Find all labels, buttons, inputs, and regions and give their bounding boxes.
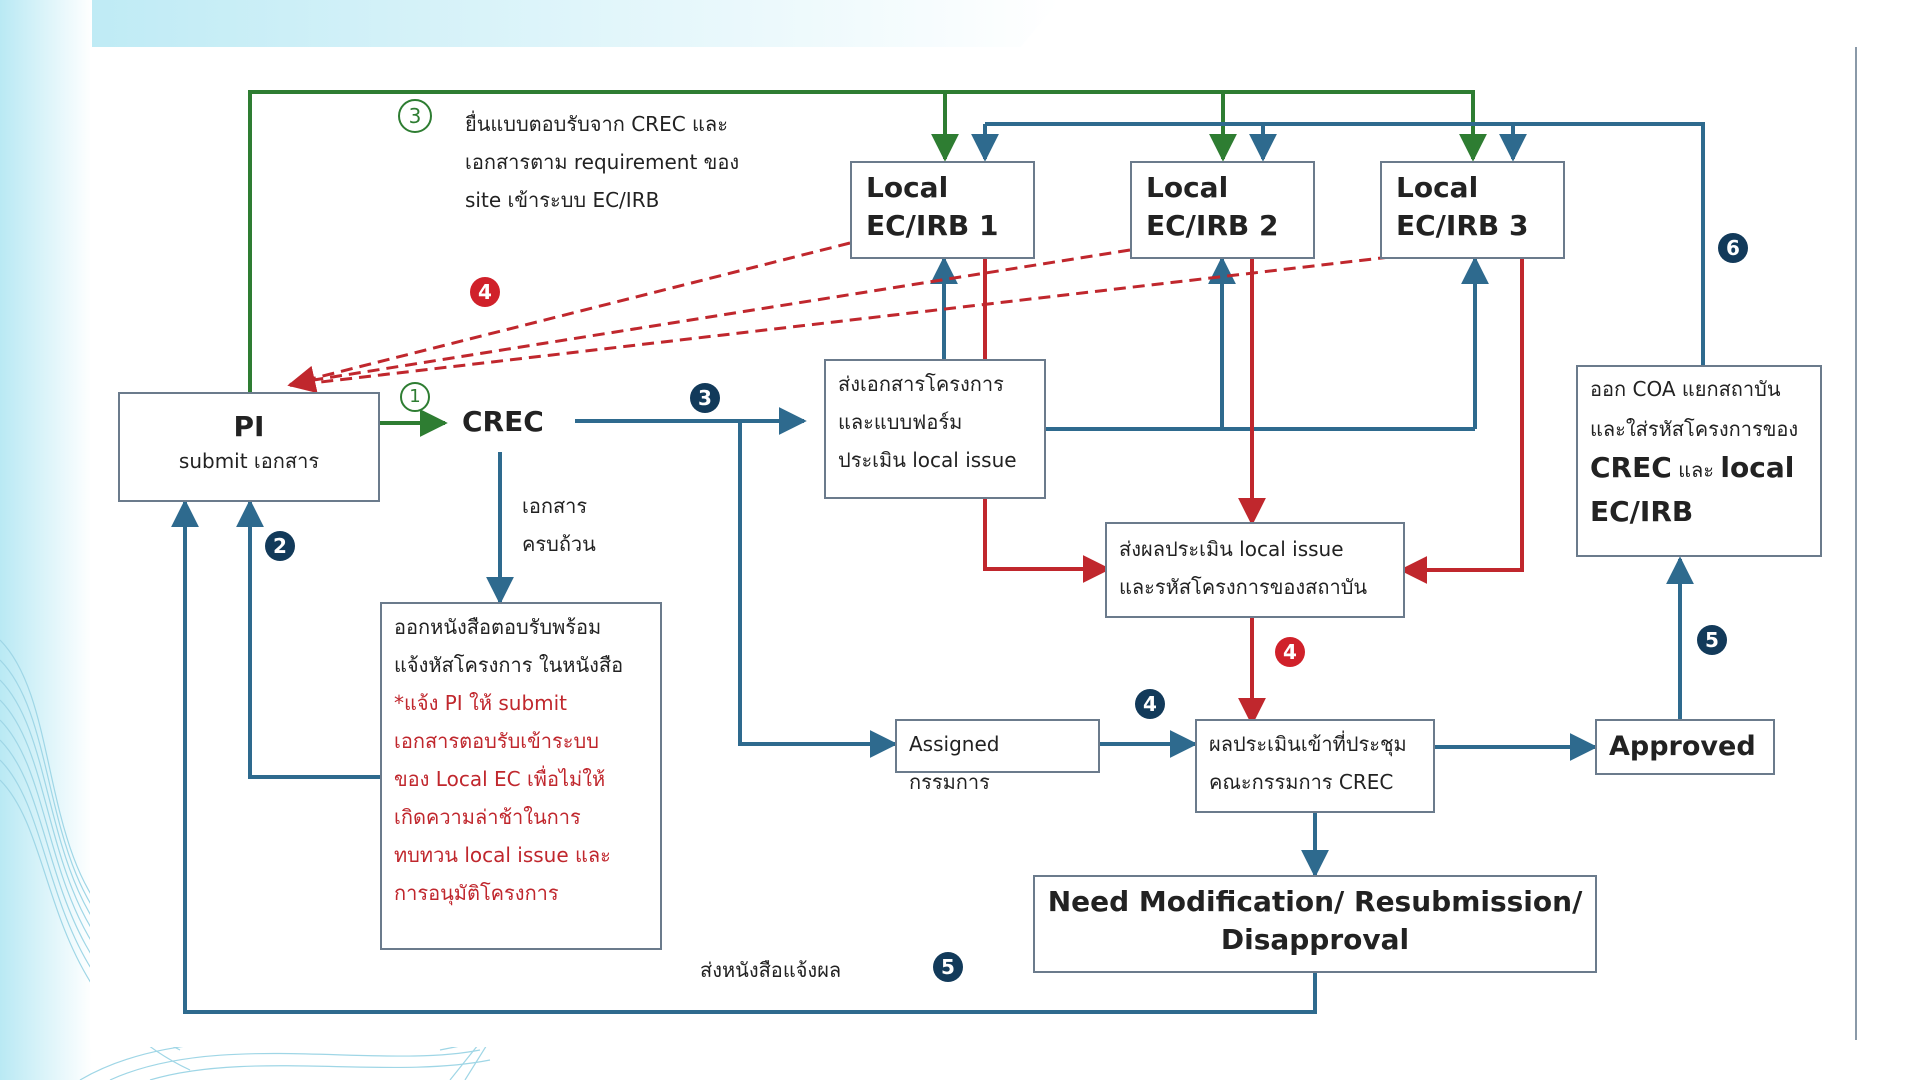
modification-node: Need Modification/ Resubmission/ Disappr… [1033,875,1597,973]
ec-irb-2-node: Local EC/IRB 2 [1130,161,1315,259]
ec-irb-2-line1: Local [1146,171,1229,204]
issue-letter-note-line: เกิดความล่าช้าในการ [394,805,581,829]
docs-complete-label: เอกสาร ครบถ้วน [522,487,596,563]
green-note-line: เอกสารตาม requirement ของ [465,150,740,174]
green-note-line: site เข้าระบบ EC/IRB [465,188,660,212]
assigned-label: Assigned กรรมการ [909,732,1000,794]
coa-line3: CREC และ local [1590,449,1808,492]
coa-line4: EC/IRB [1590,495,1694,528]
ec-irb-1-node: Local EC/IRB 1 [850,161,1035,259]
issue-letter-note-line: ของ Local EC เพื่อไม่ให้ [394,767,606,791]
send-letter-label: ส่งหนังสือแจ้งผล [700,958,842,982]
modification-line2: Disapproval [1220,923,1410,956]
meeting-node: ผลประเมินเข้าที่ประชุม คณะกรรมการ CREC [1195,719,1435,813]
badge-blue-5-right: 5 [1697,625,1727,655]
issue-letter-node: ออกหนังสือตอบรับพร้อม แจ้งหัสโครงการ ในห… [380,602,662,950]
connector-lines [171,90,1705,1014]
issue-letter-note-line: เอกสารตอบรับเข้าระบบ [394,729,599,753]
modification-line1: Need Modification/ Resubmission/ [1047,885,1583,918]
meeting-line: ผลประเมินเข้าที่ประชุม [1209,732,1407,756]
badge-blue-5-bottom: 5 [933,952,963,982]
send-docs-line: และแบบฟอร์ม [838,410,963,434]
ec-irb-3-line1: Local [1396,171,1479,204]
badge-green-1: 1 [400,382,430,412]
green-note-line: ยื่นแบบตอบรับจาก CREC และ [465,112,728,136]
send-result-line: ส่งผลประเมิน local issue [1119,537,1344,561]
assigned-node: Assigned กรรมการ [895,719,1100,794]
send-docs-line: ส่งเอกสารโครงการ [838,372,1004,396]
send-docs-node: ส่งเอกสารโครงการ และแบบฟอร์ม ประเมิน loc… [824,359,1046,499]
badge-green-3: 3 [398,99,432,133]
coa-node: ออก COA แยกสถาบัน และใส่รหัสโครงการของ C… [1576,365,1822,557]
ec-irb-1-line1: Local [866,171,949,204]
issue-letter-note-line: การอนุมัติโครงการ [394,881,559,905]
badge-red-4-top: 4 [470,277,500,307]
coa-and: และ [1671,458,1721,482]
approved-node: Approved [1595,719,1775,775]
send-result-node: ส่งผลประเมิน local issue และรหัสโครงการข… [1105,522,1405,618]
badge-blue-2: 2 [265,531,295,561]
approved-label: Approved [1609,731,1756,762]
ec-irb-1-line2: EC/IRB 1 [866,209,999,242]
docs-complete-line: เอกสาร [522,494,588,518]
pi-node: PI submit เอกสาร [118,392,380,502]
ec-irb-2-line2: EC/IRB 2 [1146,209,1279,242]
green-note: ยื่นแบบตอบรับจาก CREC และ เอกสารตาม requ… [465,105,739,219]
crec-node: CREC [462,405,544,438]
pi-subtitle: submit เอกสาร [178,449,320,473]
issue-letter-note-line: *แจ้ง PI ให้ submit [394,691,568,715]
issue-letter-line: แจ้งหัสโครงการ ในหนังสือ [394,653,624,677]
ec-irb-3-line2: EC/IRB 3 [1396,209,1529,242]
badge-blue-6: 6 [1718,233,1748,263]
issue-letter-note-line: ทบทวน local issue และ [394,843,611,867]
coa-line2: และใส่รหัสโครงการของ [1590,417,1799,441]
send-docs-line: ประเมิน local issue [838,448,1017,472]
coa-line1: ออก COA แยกสถาบัน [1590,377,1781,401]
coa-local: local [1720,451,1795,484]
flow-diagram: PI submit เอกสาร CREC Local EC/IRB 1 Loc… [90,47,1850,1047]
meeting-line: คณะกรรมการ CREC [1209,770,1394,794]
coa-crec: CREC [1590,451,1672,484]
badge-blue-4: 4 [1135,689,1165,719]
badge-blue-3: 3 [690,383,720,413]
ec-irb-3-node: Local EC/IRB 3 [1380,161,1565,259]
badge-red-4-mid: 4 [1275,637,1305,667]
docs-complete-line: ครบถ้วน [522,532,596,556]
issue-letter-line: ออกหนังสือตอบรับพร้อม [394,615,602,639]
send-result-line: และรหัสโครงการของสถาบัน [1119,575,1368,599]
pi-title: PI [233,410,265,443]
